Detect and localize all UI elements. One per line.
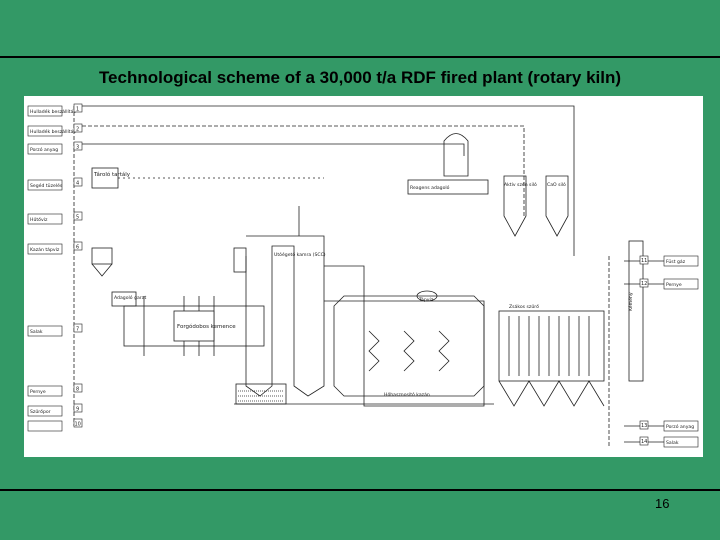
stack-label: Kémény	[627, 292, 634, 311]
right-number: 14	[641, 439, 647, 445]
top-rule	[0, 56, 720, 58]
filter-label: Zsákos szűrő	[509, 303, 539, 310]
slide-title: Technological scheme of a 30,000 t/a RDF…	[98, 68, 622, 87]
left-number: 10	[75, 422, 81, 428]
bottom-rule	[0, 489, 720, 491]
left-number: 9	[76, 407, 79, 413]
input-box	[27, 179, 63, 191]
afterburner-side-box	[233, 247, 247, 273]
dosing-label: Adagoló garat	[114, 294, 147, 301]
carbon-silo-label: Aktív szén siló	[504, 181, 537, 188]
input-label: Hulladék beszállítás	[30, 108, 76, 115]
reagent-vessel	[443, 133, 469, 177]
afterburner-label: Utóégető kamra (SCC)	[274, 251, 326, 258]
input-box	[27, 325, 63, 337]
input-label: Hulladék beszállítás	[30, 128, 76, 135]
storage-tank	[91, 167, 119, 189]
left-number-tags	[73, 103, 83, 428]
left-number: 7	[76, 327, 79, 333]
boiler-label: Hőhasznosító kazán	[384, 391, 430, 398]
feedwater-drum	[416, 290, 438, 302]
process-scheme-diagram: Hulladék beszállítás Hulladék beszállítá…	[24, 96, 703, 457]
lime-silo	[545, 175, 569, 237]
boiler-tube-banks	[368, 330, 450, 372]
input-box	[27, 125, 63, 137]
output-label: Porzó anyag	[666, 423, 694, 430]
right-number: 11	[641, 258, 647, 264]
feedwater-label: Tápvíz	[418, 296, 434, 303]
input-box	[27, 420, 63, 432]
reagent-label: Reagens adagoló	[410, 184, 450, 191]
kiln-label-box	[173, 310, 215, 342]
input-label: Pernye	[30, 389, 46, 395]
lime-silo-label: CaO siló	[547, 181, 566, 188]
input-label: Szűrőpor	[30, 409, 51, 415]
bag-filter-hoppers	[498, 380, 605, 407]
process-scheme-svg: Hulladék beszállítás Hulladék beszállítá…	[27, 103, 699, 448]
dosing-box	[91, 247, 113, 265]
input-box	[27, 405, 63, 417]
stack	[628, 240, 644, 382]
kiln-label: Forgódobos kemence	[177, 323, 236, 330]
left-number: 4	[76, 181, 79, 187]
right-number: 12	[641, 281, 647, 287]
input-box	[27, 143, 63, 155]
left-number: 5	[76, 215, 79, 221]
bus-line-3	[82, 143, 465, 156]
left-number: 3	[76, 145, 79, 151]
input-box	[27, 243, 63, 255]
left-number: 2	[76, 127, 79, 133]
reagent-mixing-box	[407, 179, 489, 195]
carbon-silo	[503, 175, 527, 237]
page-number: 16	[655, 496, 670, 511]
input-label: Segéd tüzelés	[30, 182, 63, 189]
duct-to-boiler	[324, 265, 485, 407]
heat-recovery-boiler	[333, 295, 485, 397]
right-output-boxes	[639, 255, 699, 448]
rotary-kiln	[123, 305, 265, 347]
input-label: Hűtővíz	[30, 216, 48, 223]
input-box	[27, 105, 63, 117]
output-label: Pernye	[666, 282, 682, 288]
bag-filter-housing	[498, 310, 605, 382]
bus-line-2	[82, 125, 525, 216]
input-label: Kazán tápvíz	[30, 246, 60, 253]
right-output-lines	[624, 260, 664, 443]
input-box	[27, 385, 63, 397]
afterburner-chamber	[245, 235, 325, 397]
output-label: Salak	[666, 440, 679, 446]
bag-filter-bags	[508, 316, 590, 376]
slag-water-lines	[238, 390, 284, 402]
storage-label: Tároló tartály	[93, 171, 131, 178]
left-number: 8	[76, 387, 79, 393]
input-box	[27, 213, 63, 225]
input-label: Porzó anyag	[30, 146, 58, 153]
bus-line-1	[82, 105, 575, 256]
right-number: 13	[641, 423, 647, 429]
left-input-boxes	[27, 105, 63, 432]
left-number: 1	[76, 107, 79, 113]
left-number: 6	[76, 245, 79, 251]
dosing-hopper	[91, 263, 113, 277]
input-label: Salak	[30, 329, 43, 335]
output-label: Füst gáz	[666, 258, 686, 265]
